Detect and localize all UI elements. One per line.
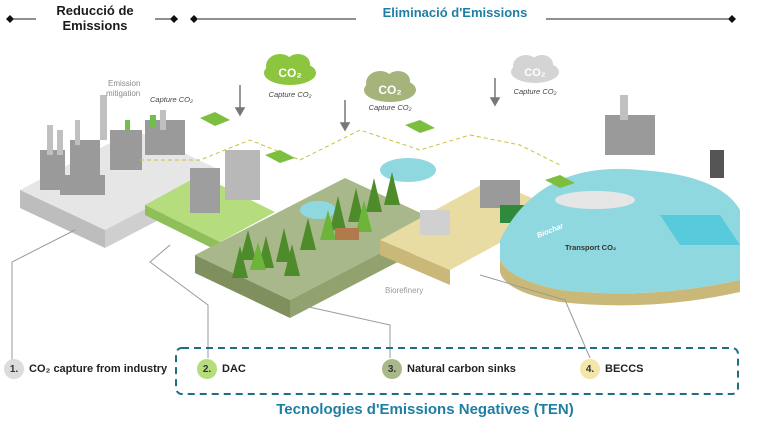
co2-cloud-1 [264,54,316,85]
header-elimination: Eliminació d'Emissions [382,5,528,20]
cloud-2-caption: Capture CO₂ [369,103,412,112]
capture-pipes [200,112,575,188]
header-reduction-line1: Reducció de [56,3,134,18]
emission-mitigation-line2: mitigation [106,89,140,98]
step-4-number: 4. [580,359,600,379]
emission-mitigation-line1: Emission [108,79,140,88]
step-1-label: CO₂ capture from industry [29,363,168,375]
cloud-2-text: CO₂ [378,83,401,97]
capture-arrows [234,78,501,132]
step-3-label: Natural carbon sinks [407,363,516,375]
transport-label: Transport CO₂ [565,243,616,252]
flow-lines [140,129,561,166]
dac-platform [145,150,275,252]
biorefinery-label: Biorefinery [385,286,423,295]
ocean-platform [500,95,740,306]
header-reduction-line2: Emissions [62,18,128,33]
cloud-1-caption: Capture CO₂ [269,90,312,99]
step-4: 4. BECCS [580,359,644,379]
step-1: 1. CO₂ capture from industry [4,359,167,379]
step-4-label: BECCS [605,363,644,375]
ten-title: Tecnologies d'Emissions Negatives (TEN) [276,401,574,418]
step-2-label: DAC [222,363,246,375]
step-2: 2. DAC [197,359,246,379]
step-3-number: 3. [382,359,402,379]
co2-cloud-3 [511,55,559,83]
cloud-1-text: CO₂ [278,66,301,80]
header-divider-left [6,15,178,23]
co2-cloud-2 [364,71,416,102]
step-1-number: 1. [4,359,24,379]
capture-industry-label: Capture CO₂ [150,95,193,104]
ten-dashed-box [175,347,739,395]
step-3: 3. Natural carbon sinks [382,359,516,379]
header-divider-right [190,15,736,23]
cloud-3-text: CO₂ [524,67,546,79]
header-reduction: Reducció de Emissions [40,3,150,33]
step-2-number: 2. [197,359,217,379]
cloud-3-caption: Capture CO₂ [514,87,557,96]
